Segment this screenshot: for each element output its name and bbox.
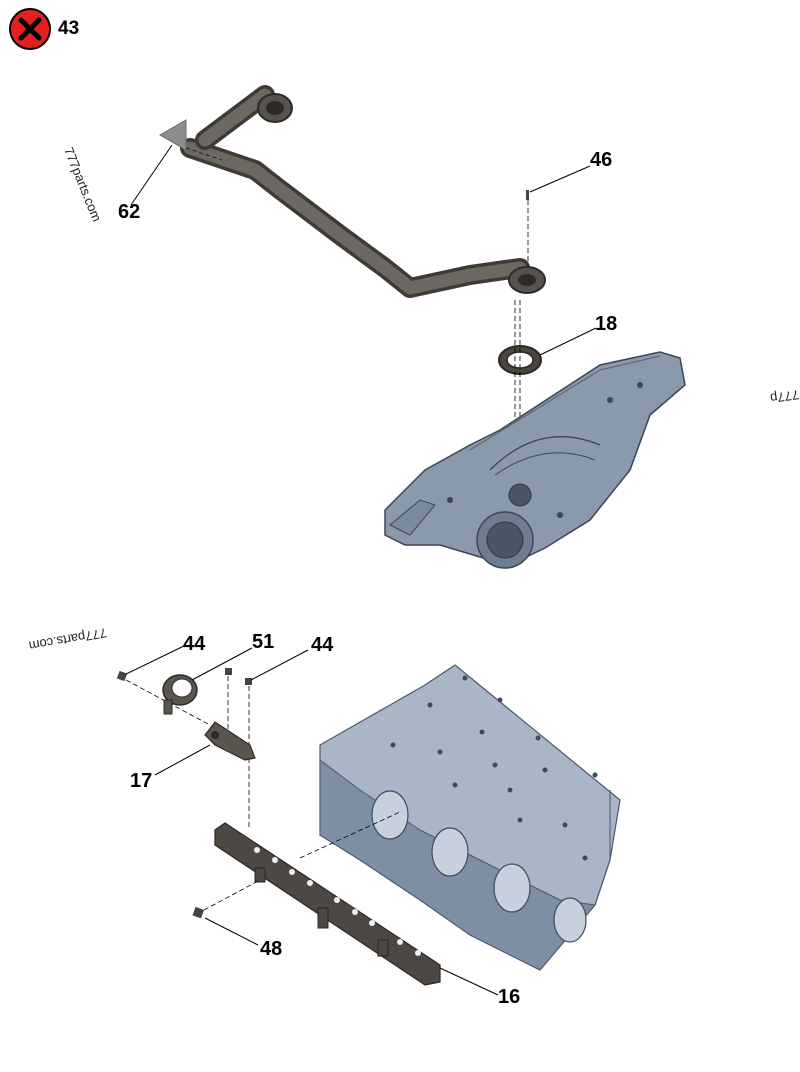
cylinder-head-block[interactable]	[319, 664, 621, 971]
bolt-44-left[interactable]	[116, 670, 211, 726]
callout-48[interactable]: 48	[260, 938, 283, 960]
callout-18[interactable]: 18	[595, 313, 618, 335]
manifold-gasket-16[interactable]	[214, 822, 441, 986]
exhaust-pipe[interactable]	[180, 85, 546, 298]
bracket-17[interactable]	[204, 721, 256, 761]
bolt-48[interactable]	[192, 879, 261, 919]
callout-51[interactable]: 51	[252, 631, 275, 653]
bolt-51[interactable]	[225, 668, 232, 730]
turbine-housing[interactable]	[384, 351, 686, 569]
callout-17[interactable]: 17	[130, 770, 153, 792]
callout-44-left[interactable]: 44	[183, 633, 206, 655]
callout-62[interactable]: 62	[118, 201, 141, 223]
callout-16[interactable]: 16	[498, 986, 521, 1008]
bolt-46[interactable]	[526, 190, 529, 265]
clamp-51[interactable]	[162, 674, 198, 715]
callout-46[interactable]: 46	[590, 149, 613, 171]
close-button[interactable]	[8, 7, 52, 51]
close-x-icon	[9, 8, 51, 50]
callout-44-right[interactable]: 44	[311, 634, 334, 656]
reference-triangle	[158, 119, 187, 151]
page-number: 43	[58, 18, 80, 39]
